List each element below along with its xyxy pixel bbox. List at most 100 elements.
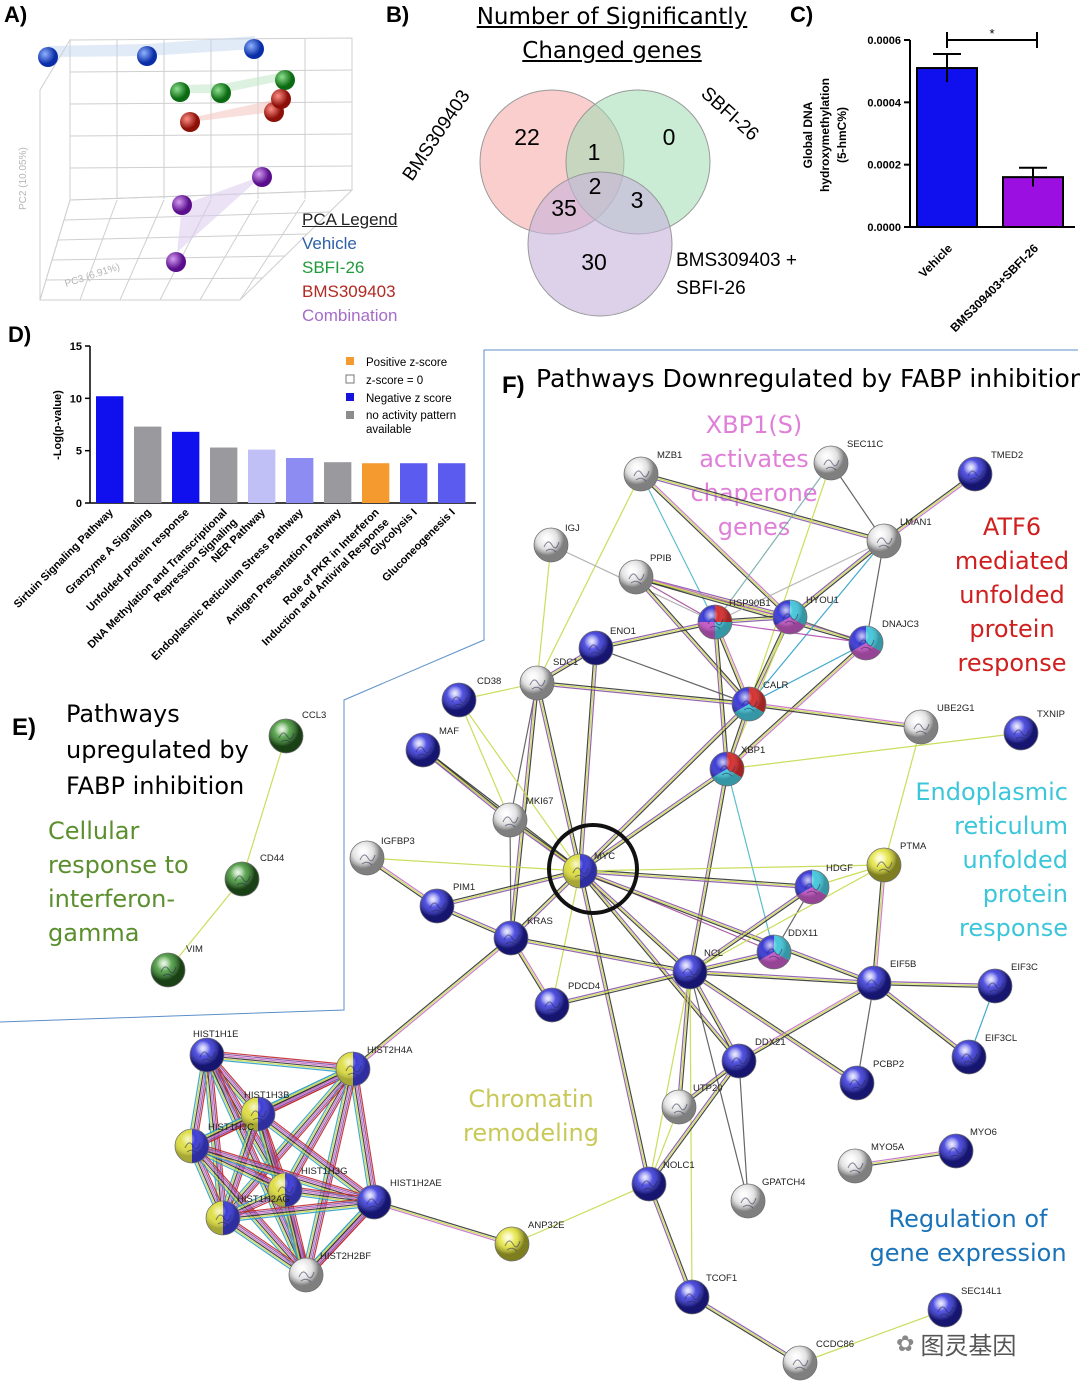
network-edge — [366, 857, 581, 872]
pca-legend: PCA Legend Vehicle SBFI-26 BMS309403 Com… — [302, 208, 397, 328]
hmc-ytick: 0.0000 — [867, 222, 901, 234]
network-edge — [536, 473, 642, 684]
category-er-line3: unfolded — [962, 846, 1068, 874]
gene-label: EIF5B — [890, 959, 916, 970]
gene-node-tcof1: TCOF1 — [674, 1273, 737, 1315]
network-edge — [678, 971, 691, 1108]
watermark-text: 图灵基因 — [920, 1332, 1017, 1360]
network-edge — [421, 750, 510, 822]
ipa-bar — [248, 449, 276, 503]
gene-node-gpatch4: GPATCH4 — [730, 1177, 805, 1219]
gene-node-hist1h2ag: HIST1H2AG — [205, 1194, 290, 1236]
venn-count-bms-sbfi: 1 — [588, 139, 601, 165]
gene-label: CALR — [763, 680, 788, 691]
network-edge — [640, 474, 884, 544]
ipa-bar — [400, 463, 428, 503]
gene-label: HYOU1 — [806, 595, 839, 606]
network-edge — [579, 703, 750, 872]
pca-legend-combo: Combination — [302, 306, 398, 325]
gene-node-sec11c: SEC11C — [813, 439, 883, 481]
network-edge — [738, 1060, 749, 1202]
network-edge — [206, 1056, 353, 1072]
category-er-line4: protein — [982, 880, 1068, 908]
network-edge — [634, 577, 749, 706]
pca-point-vehicle — [244, 39, 264, 59]
gene-label: UTP20 — [693, 1083, 723, 1094]
network-edge — [596, 622, 716, 651]
gene-node-mzb1: MZB1 — [623, 450, 682, 492]
venn-label-combo-2: SBFI-26 — [676, 278, 746, 299]
ipa-bar — [286, 457, 314, 503]
category-atf6-line3: unfolded — [959, 581, 1065, 609]
network-edge — [580, 769, 729, 873]
hmc-ytick: 0.0004 — [867, 97, 902, 109]
network-edge — [511, 935, 691, 972]
network-edge — [510, 937, 691, 973]
gene-node-pdcd4: PDCD4 — [534, 981, 600, 1023]
gene-label: CCL3 — [302, 710, 326, 721]
gene-node-ncl: NCL — [672, 948, 723, 990]
network-edge — [874, 980, 996, 986]
network-edge — [354, 1068, 377, 1202]
gene-label: VIM — [186, 944, 203, 955]
network-edge — [190, 1149, 284, 1195]
gene-node-ube2g1: UBE2G1 — [903, 703, 975, 745]
gene-label: MZB1 — [657, 450, 682, 461]
network-edge — [689, 972, 874, 986]
network-edge — [676, 971, 690, 1107]
category-er-line2: reticulum — [954, 812, 1068, 840]
gene-label: IGFBP3 — [381, 836, 415, 847]
gene-label: HIST1H3C — [208, 1122, 254, 1133]
pca-pair-links — [48, 36, 285, 262]
category-regulation: Regulation of gene expression — [868, 1202, 1068, 1270]
panel-e-category-line3: interferon- — [48, 885, 176, 913]
category-atf6-line2: mediated — [954, 547, 1070, 575]
gene-node-lman1: LMAN1 — [866, 517, 932, 559]
gene-node-igj: IGJ — [533, 523, 580, 563]
pca-point-sbfi — [170, 82, 190, 102]
network-edge — [551, 969, 690, 1005]
network-edge — [579, 768, 728, 872]
gene-label: HDGF — [826, 863, 853, 874]
network-edge — [715, 621, 730, 769]
network-edge — [223, 1069, 355, 1219]
network-edge — [873, 864, 885, 984]
network-edge — [167, 878, 243, 971]
gene-label: ANP32E — [528, 1220, 564, 1231]
network-edge — [739, 983, 876, 1063]
venn-title-line1: Number of Significantly — [476, 4, 748, 30]
network-edge — [353, 1068, 376, 1202]
gene-node-xbp1: XBP1 — [709, 745, 765, 787]
network-edge — [352, 937, 512, 1070]
gene-label: HIST2H2BF — [320, 1251, 371, 1262]
network-edge — [579, 871, 812, 890]
network-edge — [692, 1295, 802, 1363]
network-edge — [537, 680, 750, 704]
gene-node-eif5b: EIF5B — [856, 959, 916, 1001]
network-edge — [579, 870, 813, 888]
network-edge — [748, 540, 885, 705]
gene-node-sec14l1: SEC14L1 — [927, 1286, 1002, 1328]
network-edge — [648, 971, 691, 1185]
network-edge — [714, 540, 885, 623]
panel-d-letter: D) — [8, 322, 32, 347]
network-edge — [689, 886, 813, 973]
gene-label: EIF3C — [1011, 962, 1038, 973]
network-edge — [192, 1141, 376, 1199]
ipa-ytick: 0 — [76, 498, 82, 510]
gene-node-ddx21: DDX21 — [721, 1037, 786, 1079]
ipa-bar — [324, 462, 352, 503]
network-edge — [580, 870, 652, 1184]
hmc-significance-star: * — [989, 26, 994, 41]
network-edge — [304, 1068, 353, 1275]
panel-divider — [0, 349, 1078, 1023]
network-edge — [737, 981, 874, 1061]
network-edge — [690, 969, 875, 983]
network-edge — [748, 704, 921, 730]
network-edge — [509, 819, 512, 939]
gene-label: SEC14L1 — [961, 1286, 1002, 1297]
gene-node-pim1: PIM1 — [419, 882, 475, 924]
gene-label: MYO6 — [970, 1127, 997, 1138]
network-edge — [687, 768, 727, 972]
pca-legend-sbfi: SBFI-26 — [302, 258, 365, 277]
